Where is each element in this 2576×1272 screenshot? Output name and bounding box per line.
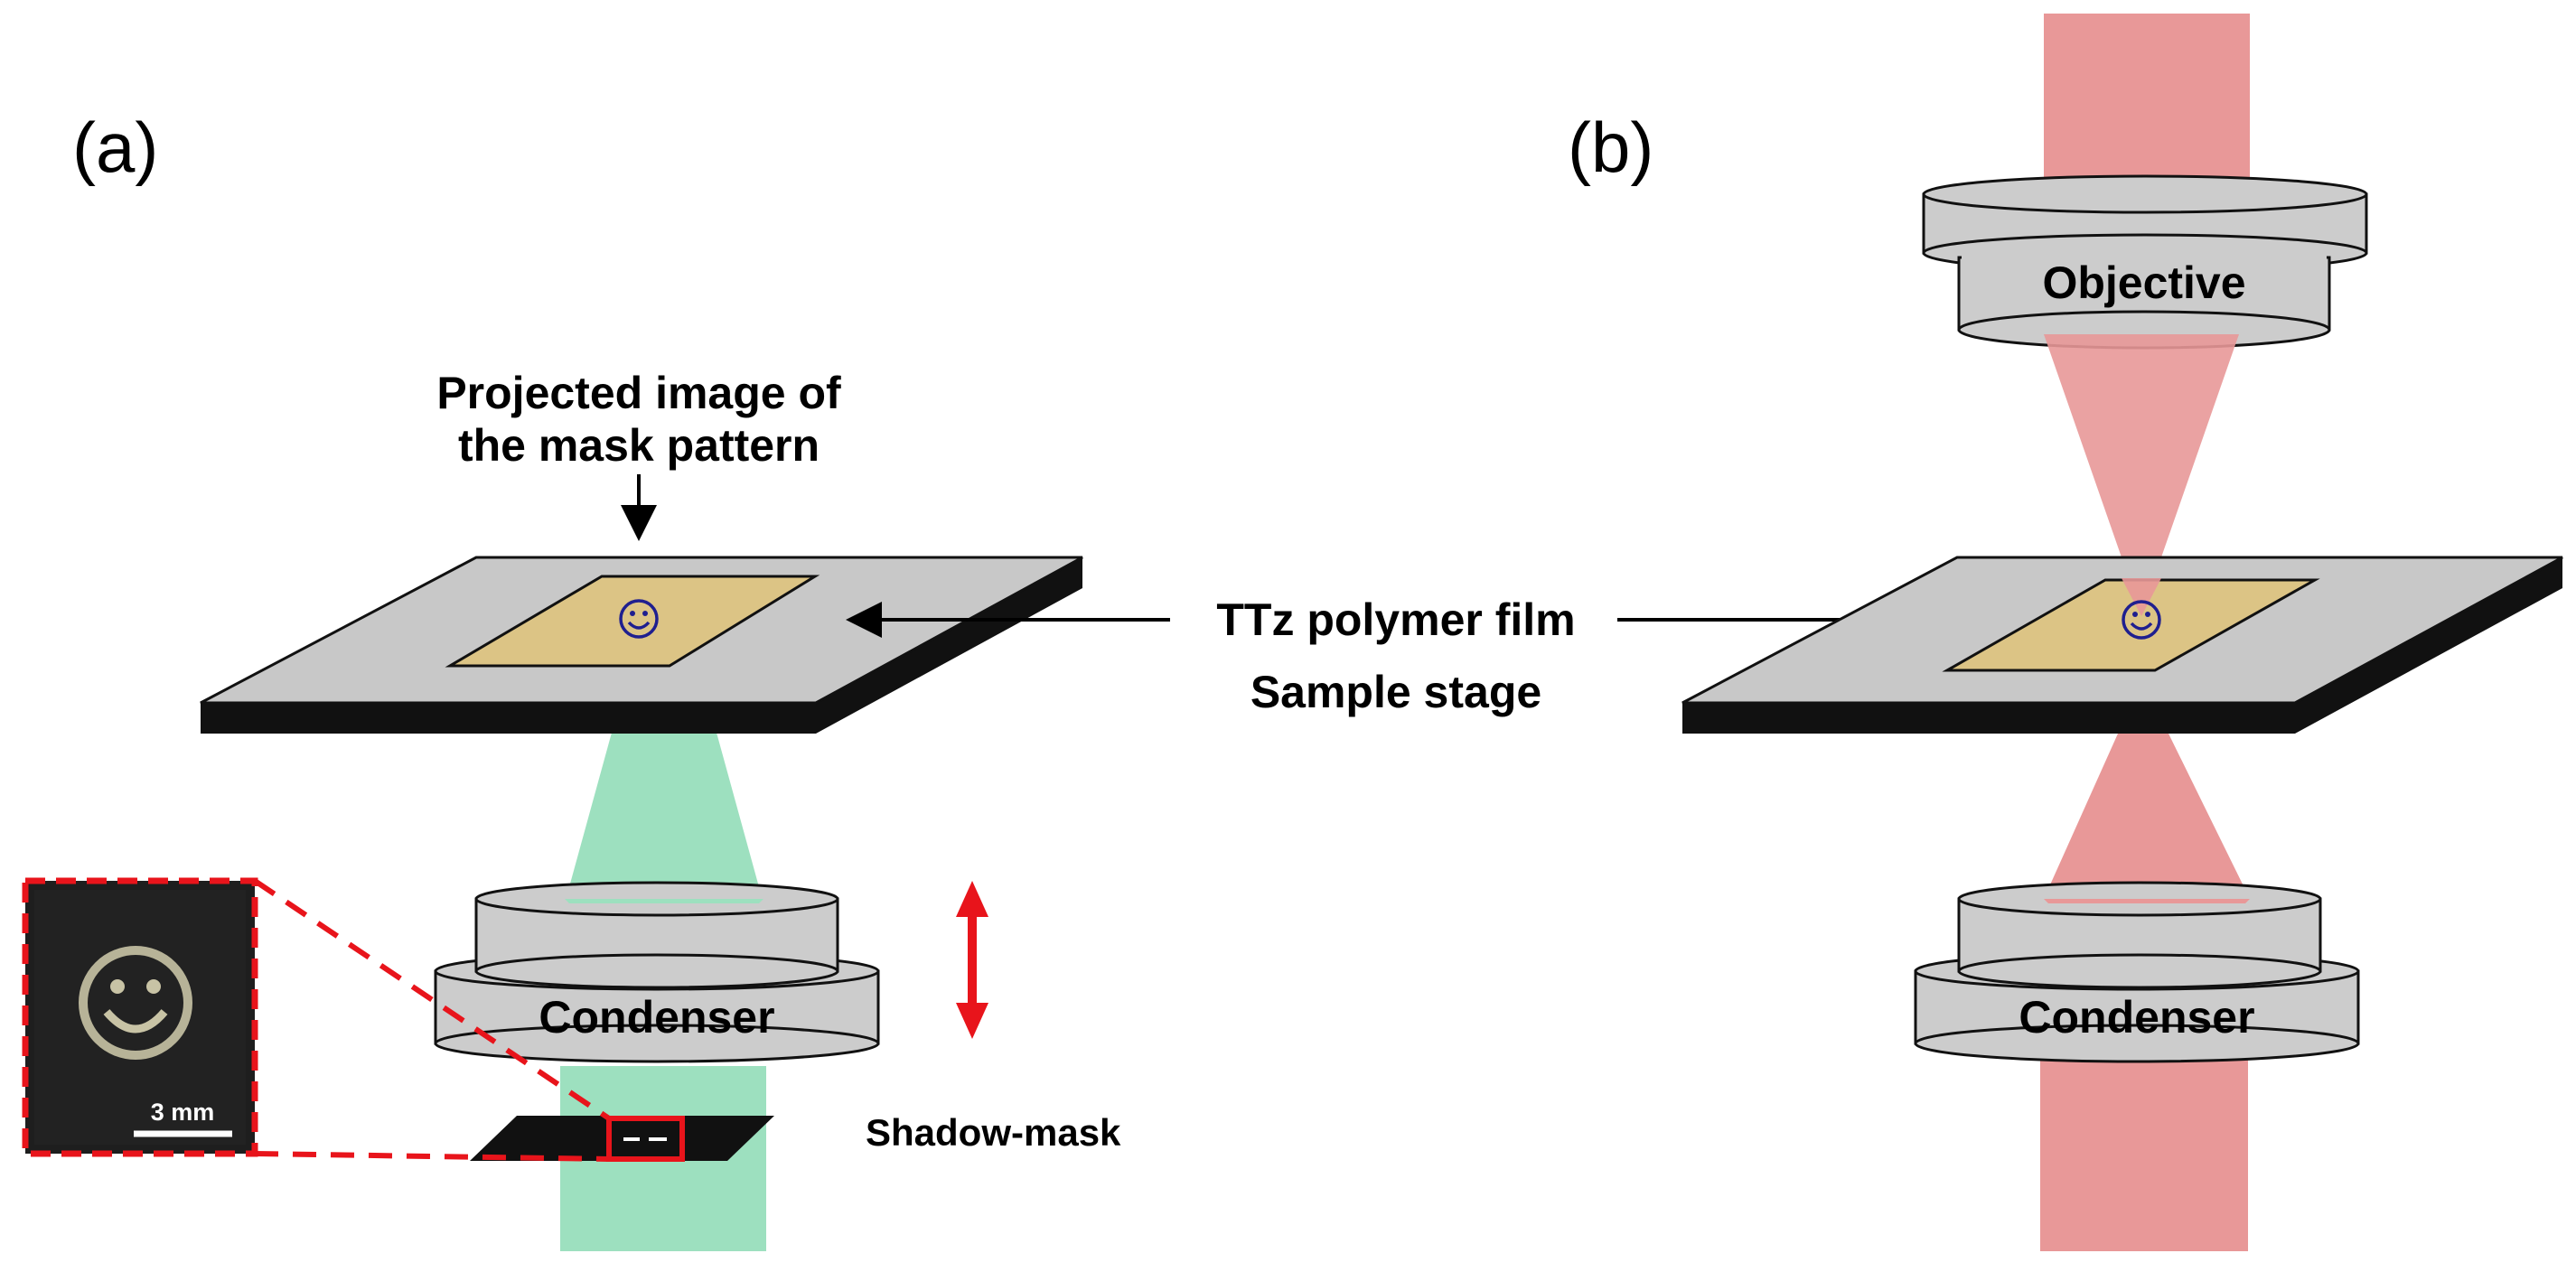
inset-smiley-icon xyxy=(79,946,192,1060)
condenser-a: Condenser xyxy=(434,881,880,1063)
green-beam-cone xyxy=(565,723,763,903)
condenser-a-label: Condenser xyxy=(539,992,774,1043)
panel-a: (a) Projected image of the mask pattern xyxy=(22,108,1121,1251)
red-beam-on-condenser xyxy=(2044,899,2250,903)
red-beam-focus-cone xyxy=(2044,334,2239,614)
shared-labels: TTz polymer film Sample stage xyxy=(846,594,1946,717)
sample-stage-a xyxy=(200,556,1083,734)
green-beam-on-condenser xyxy=(565,899,763,903)
red-beam-spot xyxy=(2122,578,2161,616)
projected-image-label-line2: the mask pattern xyxy=(458,420,820,471)
projected-image-label-line1: Projected image of xyxy=(436,368,841,418)
panel-b-label: (b) xyxy=(1568,108,1653,187)
inset-photo-bg xyxy=(34,890,246,1145)
condenser-b-lower-bottom xyxy=(1914,1024,2360,1063)
inset-scale-label: 3 mm xyxy=(151,1099,215,1126)
stage-b-side-right xyxy=(2295,557,2562,734)
panel-a-label: (a) xyxy=(72,108,158,187)
zoom-line-bottom xyxy=(254,1151,610,1162)
condenser-a-upper-base xyxy=(474,953,839,989)
condenser-b-upper-base xyxy=(1957,953,2322,989)
shadow-mask: Shadow-mask xyxy=(470,1111,1121,1162)
vertical-double-arrow-icon xyxy=(956,881,988,1039)
film-label: TTz polymer film xyxy=(1216,594,1575,645)
smiley-icon xyxy=(2122,600,2161,640)
shadow-mask-plate xyxy=(470,1116,774,1161)
shadow-mask-label: Shadow-mask xyxy=(866,1111,1121,1154)
objective-upper-top xyxy=(1922,174,2368,214)
smiley-icon xyxy=(619,599,659,639)
objective-label: Objective xyxy=(2042,257,2245,308)
sample-stage-b xyxy=(1681,556,2563,734)
condenser-b: Condenser xyxy=(1914,881,2360,1251)
red-beam-lower-cone xyxy=(2044,734,2250,899)
stage-b-side-front xyxy=(1682,703,2295,734)
panel-b: (b) Objective xyxy=(1568,14,2563,1251)
red-beam-top xyxy=(2044,14,2250,194)
condenser-b-label: Condenser xyxy=(2019,992,2254,1043)
condenser-a-lower-bottom xyxy=(434,1024,880,1063)
zoom-line-top xyxy=(253,878,611,1121)
stage-a-side-right xyxy=(816,557,1082,734)
stage-label: Sample stage xyxy=(1251,667,1541,717)
red-beam-bottom xyxy=(2040,1043,2248,1251)
film-a xyxy=(445,575,820,668)
mask-highlight-box xyxy=(606,1116,685,1162)
inset-photo: 3 mm xyxy=(22,877,611,1162)
objective-lens: Objective xyxy=(1922,174,2368,350)
stage-a-side-front xyxy=(201,703,816,734)
